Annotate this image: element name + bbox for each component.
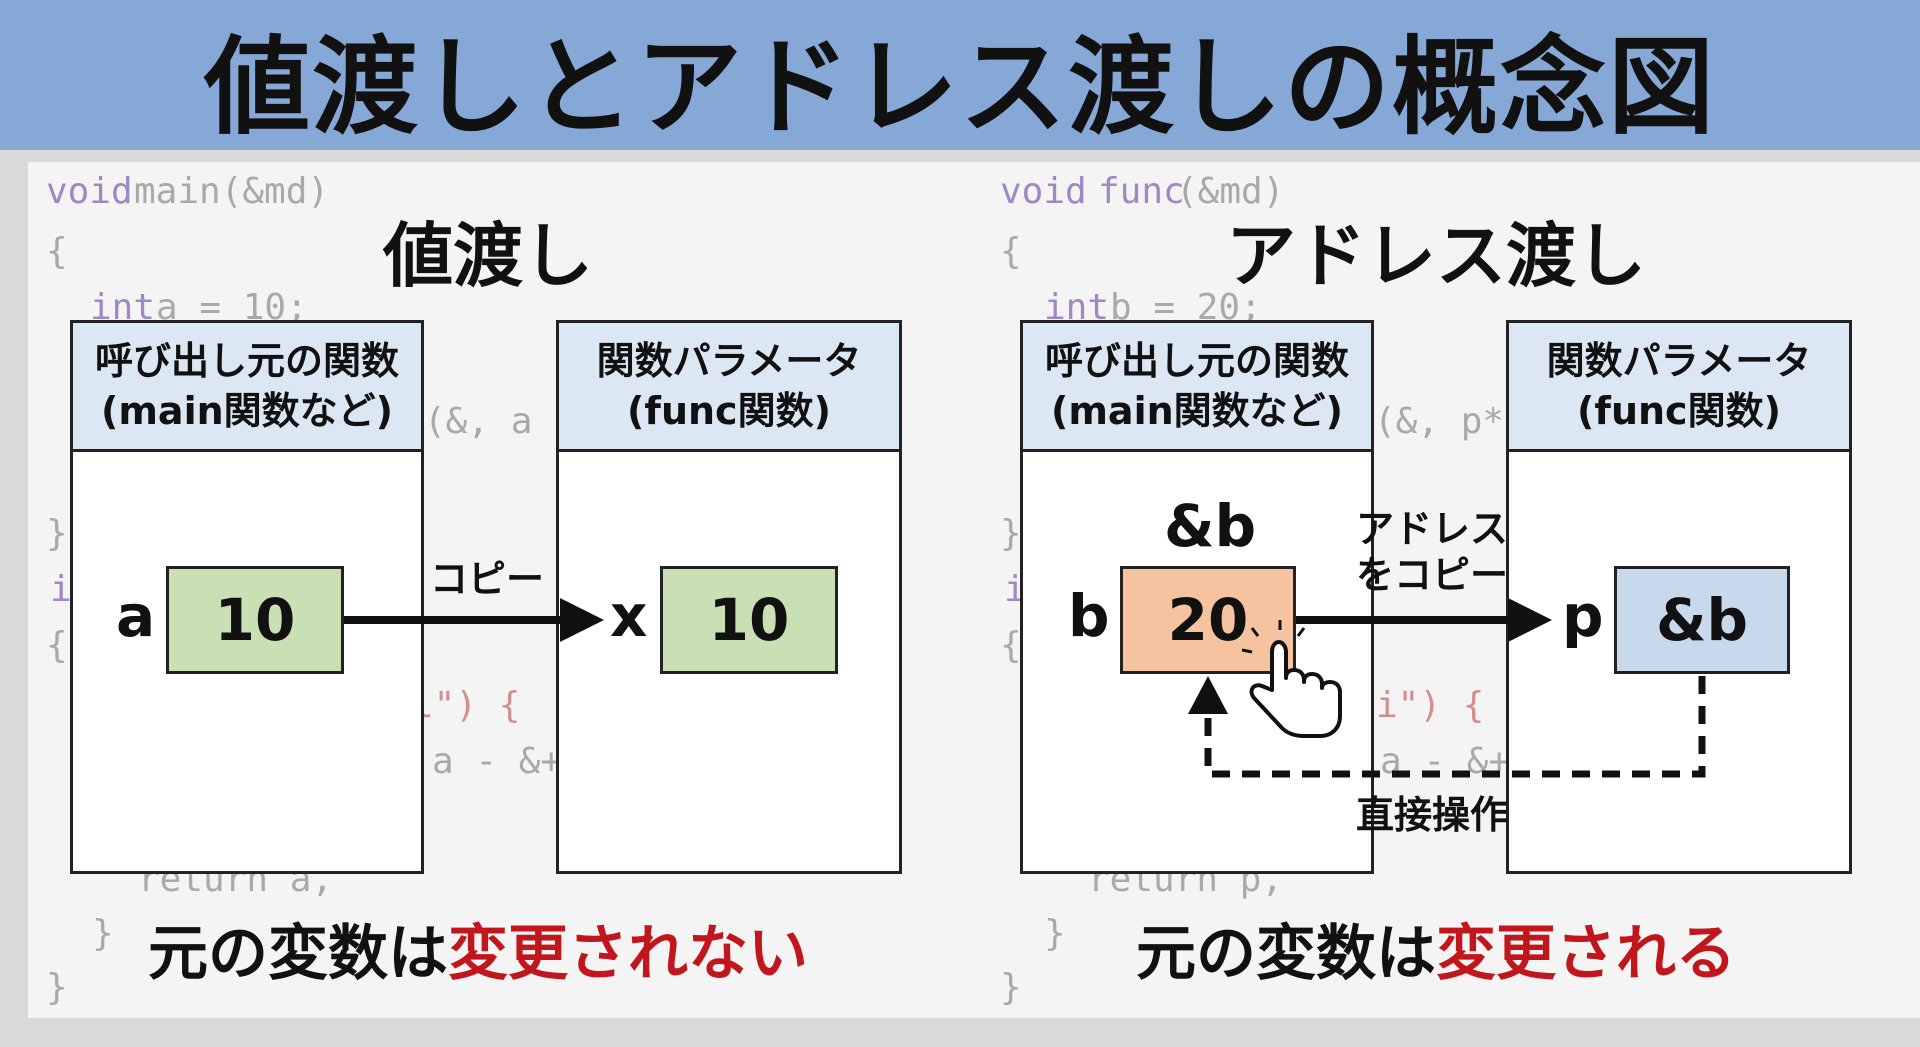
direct-operation-label: 直接操作 [1356, 793, 1509, 837]
callee-parameter-header: 関数パラメータ (func関数) [559, 323, 899, 452]
code-i-frag: i [50, 569, 72, 610]
parameter-x-label: x [610, 582, 648, 650]
address-copy-label-line-1: アドレス [1356, 507, 1509, 551]
right-heading: アドレス渡し [1226, 215, 1646, 297]
callee-parameter-header-right: 関数パラメータ (func関数) [1509, 323, 1849, 452]
left-result-prefix: 元の変数は [148, 919, 448, 989]
code-sig-func: func [1098, 171, 1185, 212]
pointer-p-label: p [1562, 582, 1604, 650]
code-brace-close-right: } [1000, 513, 1022, 554]
caller-header-line-1-right: 呼び出し元の関数 [1044, 339, 1349, 383]
caller-header-line-2: (main関数など) [100, 389, 394, 433]
left-result-highlight: 変更されない [448, 919, 808, 989]
code-brace-open-right: { [1000, 231, 1022, 272]
caller-function-header-right: 呼び出し元の関数 (main関数など) [1023, 323, 1371, 452]
code-brace-close: } [46, 513, 68, 554]
arrow-right-icon [1296, 598, 1552, 642]
code-sig-keyword: void [46, 171, 133, 212]
callee-header-line-1-right: 関数パラメータ [1546, 339, 1812, 383]
address-copy-label-line-2: をコピー [1356, 553, 1509, 597]
code-sig-keyword-right: void [1000, 171, 1087, 212]
code-sig-rest-right: (&md) [1176, 171, 1285, 212]
caller-function-header: 呼び出し元の関数 (main関数など) [73, 323, 421, 452]
title-banner [0, 0, 1920, 150]
left-heading: 値渡し [383, 215, 593, 297]
code-brace2-right: { [1000, 625, 1022, 666]
code-inner-close: } [92, 913, 114, 954]
callee-header-line-2: (func関数) [627, 389, 831, 433]
code-sig-rest: main(&md) [134, 171, 330, 212]
caller-header-line-2-right: (main関数など) [1050, 389, 1344, 433]
right-result-prefix: 元の変数は [1136, 919, 1436, 989]
variable-b-label: b [1068, 582, 1110, 650]
arrow-right-icon [344, 598, 604, 642]
code-inner-close-right: } [1044, 913, 1066, 954]
right-result-highlight: 変更される [1436, 919, 1736, 989]
variable-a-value: 10 [166, 566, 344, 674]
pointing-hand-icon [1241, 620, 1342, 738]
callee-header-line-1: 関数パラメータ [596, 339, 862, 383]
right-result-text: 元の変数は変更される [1136, 905, 1736, 992]
page-title: 値渡しとアドレス渡しの概念図 [204, 26, 1716, 149]
pointer-p-value: &b [1614, 566, 1790, 674]
callee-header-line-2-right: (func関数) [1577, 389, 1781, 433]
parameter-x-value: 10 [660, 566, 838, 674]
dashed-return-arrow-icon [1188, 676, 1706, 778]
address-of-b-label: &b [1164, 492, 1257, 560]
copy-label: コピー [430, 557, 545, 601]
code-str-frag-right: i") { [1376, 685, 1485, 726]
variable-a-label: a [116, 582, 156, 650]
code-brace-open: { [46, 231, 68, 272]
caller-header-line-1: 呼び出し元の関数 [94, 339, 399, 383]
code-outer-close: } [46, 967, 68, 1008]
code-outer-close-right: } [1000, 967, 1022, 1008]
code-brace2: { [46, 625, 68, 666]
variable-b-value: 20 [1120, 566, 1296, 674]
left-result-text: 元の変数は変更されない [148, 905, 808, 992]
